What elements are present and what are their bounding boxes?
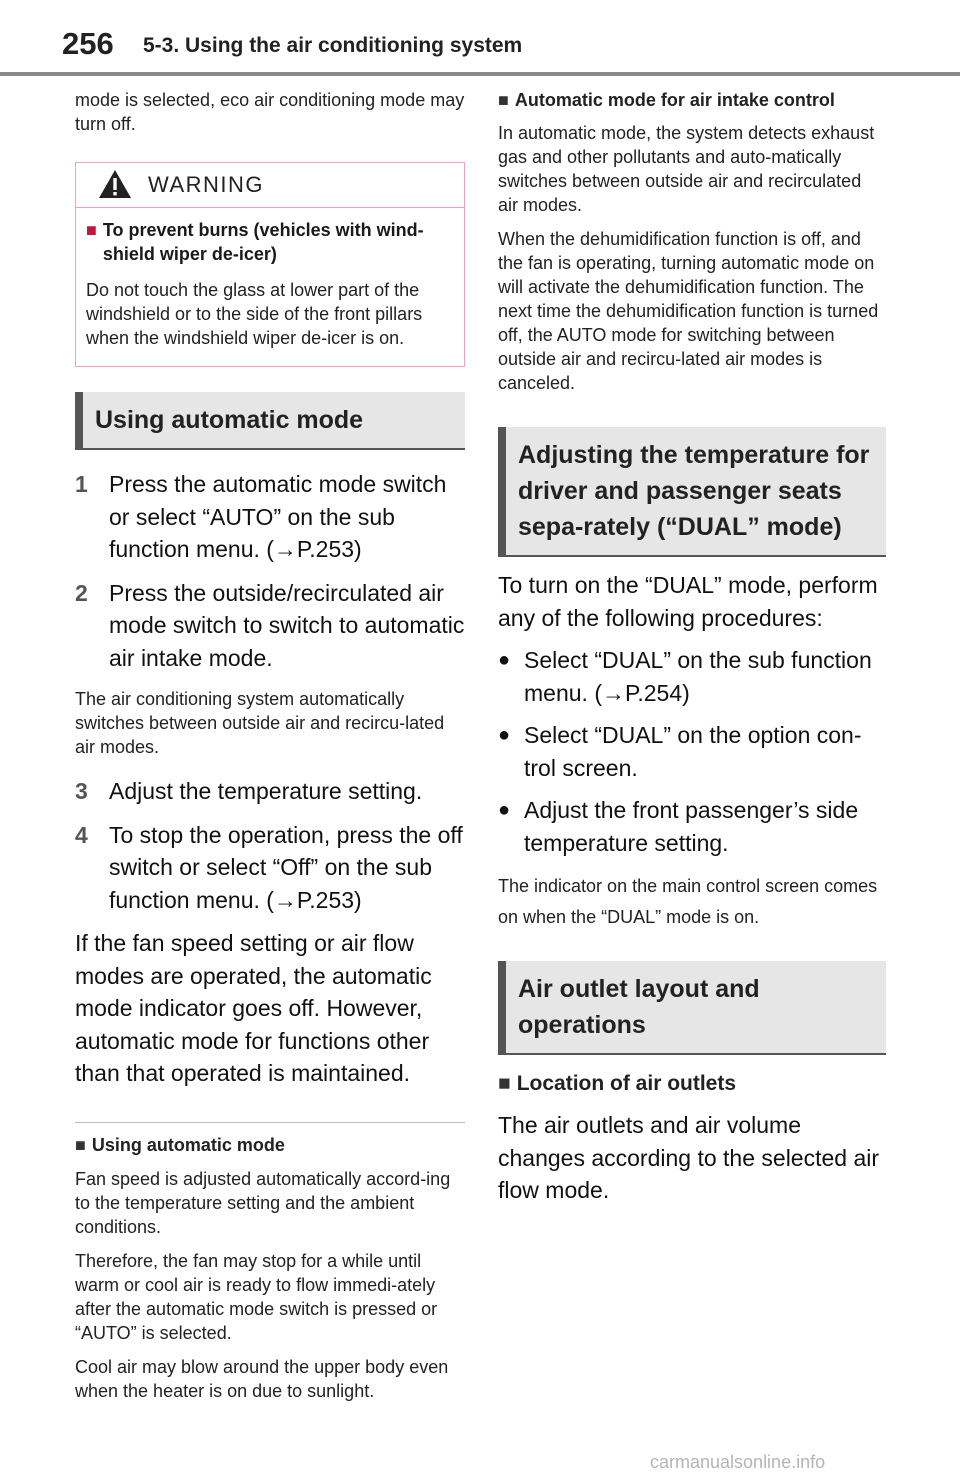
warning-subheading-text: To prevent burns (vehicles with wind-shi… xyxy=(102,220,424,264)
square-bullet-icon: ■ xyxy=(86,220,97,240)
step-2: 2 Press the outside/recirculated air mod… xyxy=(75,577,465,675)
intake-heading-text: Automatic mode for air intake control xyxy=(514,90,835,110)
list-item: ● Select “DUAL” on the option con-trol s… xyxy=(498,719,886,784)
warning-triangle-icon xyxy=(99,170,131,198)
info-heading-text: Using automatic mode xyxy=(91,1134,285,1155)
steps-list-continued: 3 Adjust the temperature setting. 4 To s… xyxy=(75,775,465,916)
warning-box: WARNING ■ To prevent burns (vehicles wit… xyxy=(75,162,465,367)
page-number: 256 xyxy=(62,26,114,61)
list-item: ● Adjust the front passenger’s side temp… xyxy=(498,794,886,859)
info-heading: ■ Using automatic mode xyxy=(75,1133,465,1157)
left-column: mode is selected, eco air conditioning m… xyxy=(75,88,465,1403)
warning-label: WARNING xyxy=(148,172,265,197)
step-text: To stop the operation, press the off swi… xyxy=(109,821,463,913)
step-text: Press the automatic mode switch or selec… xyxy=(109,471,447,562)
warning-text: Do not touch the glass at lower part of … xyxy=(86,280,423,348)
list-item: ● Select “DUAL” on the sub function menu… xyxy=(498,644,886,709)
step-4: 4 To stop the operation, press the off s… xyxy=(75,819,465,917)
intake-paragraph-1: In automatic mode, the system detects ex… xyxy=(498,123,875,215)
list-item-text: Select “DUAL” on the sub function menu. … xyxy=(524,647,872,706)
step-3: 3 Adjust the temperature setting. xyxy=(75,775,465,808)
location-heading: ■ Location of air outlets xyxy=(498,1069,886,1099)
dual-note: The indicator on the main control screen… xyxy=(498,876,878,927)
step-text: Adjust the temperature setting. xyxy=(109,778,423,804)
step-number: 2 xyxy=(75,579,88,606)
steps-list: 1 Press the automatic mode switch or sel… xyxy=(75,468,465,674)
square-bullet-icon: ■ xyxy=(498,90,509,110)
intake-heading: ■ Automatic mode for air intake control xyxy=(498,88,886,112)
location-text: The air outlets and air volume changes a… xyxy=(498,1112,880,1203)
warning-subheading: ■ To prevent burns (vehicles with wind-s… xyxy=(86,218,452,266)
section-heading-automatic-mode: Using automatic mode xyxy=(75,392,465,450)
warning-header: WARNING xyxy=(76,163,464,208)
step-number: 3 xyxy=(75,778,88,804)
section-title: 5-3. Using the air conditioning system xyxy=(143,34,523,57)
list-item-text: Adjust the front passenger’s side temper… xyxy=(524,797,859,856)
dual-intro: To turn on the “DUAL” mode, perform any … xyxy=(498,572,878,631)
square-bullet-icon: ■ xyxy=(498,1072,511,1095)
watermark: carmanualsonline.info xyxy=(650,1452,826,1472)
info-paragraph-2: Therefore, the fan may stop for a while … xyxy=(75,1250,438,1343)
bullet-dot-icon: ● xyxy=(498,724,511,746)
bullet-dot-icon: ● xyxy=(498,799,511,821)
step-text: Press the outside/recirculated air mode … xyxy=(109,579,465,671)
info-paragraph-1: Fan speed is adjusted automatically acco… xyxy=(75,1168,451,1237)
bullet-dot-icon: ● xyxy=(498,649,511,671)
info-section: ■ Using automatic mode Fan speed is adju… xyxy=(75,1121,465,1403)
list-item-text: Select “DUAL” on the option con-trol scr… xyxy=(524,722,862,781)
intake-paragraph-2: When the dehumidification function is of… xyxy=(498,229,879,393)
step-note: The air conditioning system automaticall… xyxy=(75,689,445,757)
page-header: 256 5-3. Using the air conditioning syst… xyxy=(0,0,960,78)
warning-body: ■ To prevent burns (vehicles with wind-s… xyxy=(76,208,464,366)
fan-paragraph: If the fan speed setting or air flow mod… xyxy=(75,930,432,1086)
step-1: 1 Press the automatic mode switch or sel… xyxy=(75,468,465,566)
header-rule xyxy=(0,72,960,76)
location-heading-text: Location of air outlets xyxy=(516,1072,737,1095)
step-number: 4 xyxy=(75,821,88,848)
intro-text: mode is selected, eco air conditioning m… xyxy=(75,90,465,134)
dual-bullet-list: ● Select “DUAL” on the sub function menu… xyxy=(498,644,886,859)
section-heading-air-outlets: Air outlet layout and operations xyxy=(498,961,886,1055)
section-heading-dual-mode: Adjusting the temperature for driver and… xyxy=(498,427,886,557)
right-column: ■ Automatic mode for air intake control … xyxy=(498,88,886,1207)
info-paragraph-3: Cool air may blow around the upper body … xyxy=(75,1356,449,1401)
step-number: 1 xyxy=(75,471,88,497)
square-bullet-icon: ■ xyxy=(75,1134,86,1155)
